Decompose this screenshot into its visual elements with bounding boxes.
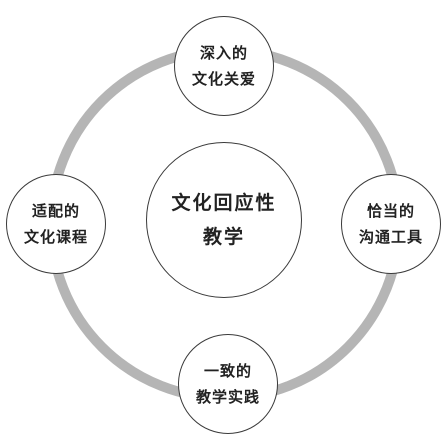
top-node-line2: 文化关爱 — [191, 70, 256, 88]
bottom-node: 一致的 教学实践 — [178, 334, 278, 434]
top-node-line1: 深入的 — [199, 44, 248, 62]
left-node-line2: 文化课程 — [23, 228, 88, 246]
center-node-line1: 文化回应性 — [171, 192, 277, 214]
bottom-node-line2: 教学实践 — [195, 388, 260, 406]
right-node: 恰当的 沟通工具 — [341, 174, 441, 274]
center-node: 文化回应性 教学 — [146, 142, 302, 298]
center-node-line2: 教学 — [202, 226, 245, 248]
bottom-node-line1: 一致的 — [203, 362, 252, 380]
left-node-line1: 适配的 — [31, 202, 80, 220]
right-node-line1: 恰当的 — [366, 202, 415, 220]
top-node: 深入的 文化关爱 — [174, 16, 274, 116]
right-node-line2: 沟通工具 — [358, 228, 423, 246]
left-node: 适配的 文化课程 — [6, 174, 106, 274]
